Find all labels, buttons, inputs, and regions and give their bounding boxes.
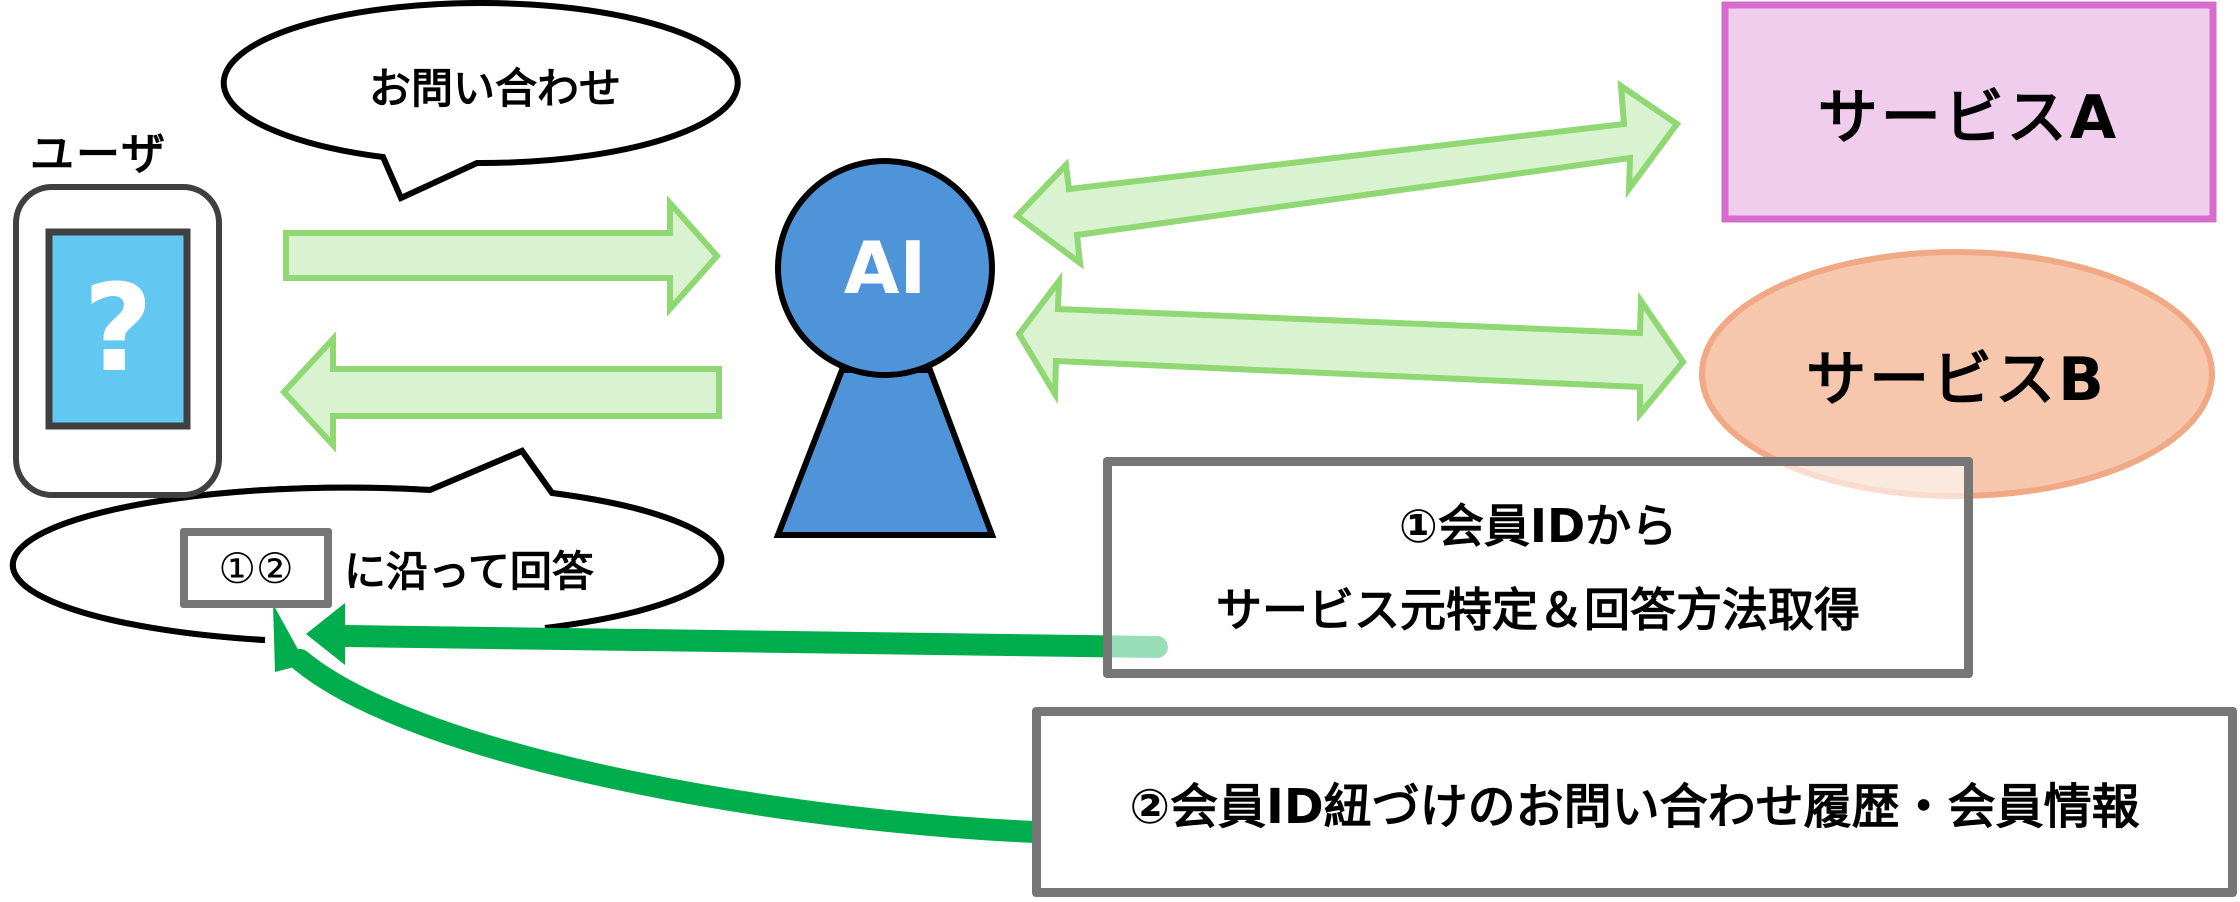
- inquiry-bubble-text: お問い合わせ: [368, 63, 621, 113]
- user-label: ユーザ: [30, 129, 168, 180]
- answer-speech-bubble-outline: [9, 447, 725, 643]
- ai-label: AI: [843, 226, 927, 310]
- ai-service-a-arrow: [1012, 80, 1682, 270]
- service-a-shape[interactable]: [1721, 1, 2217, 223]
- data-arrow-2-head: [273, 604, 306, 672]
- data-arrow-2-line: [289, 649, 1073, 844]
- inquiry-speech-bubble: [220, 0, 741, 203]
- service-a-label: サービスA: [1817, 83, 2120, 153]
- data-arrow-1-line: [334, 625, 1168, 658]
- info-box-1-line-1: ①会員IDから: [1398, 498, 1678, 553]
- service-b-label: サービスB: [1806, 344, 2107, 415]
- inquiry-arrow: [283, 195, 722, 317]
- info-box-2-line-1: ②会員ID紐づけのお問い合わせ履歴・会員情報: [1129, 779, 2140, 835]
- ai-head[interactable]: [775, 158, 995, 378]
- info-box-member-id-lookup: ①会員IDから サービス元特定＆回答方法取得: [1103, 457, 1973, 678]
- info-box-inquiry-history: ②会員ID紐づけのお問い合わせ履歴・会員情報: [1032, 707, 2237, 897]
- info-box-1-line-2: サービス元特定＆回答方法取得: [1216, 582, 1860, 637]
- phone-screen: [45, 228, 191, 430]
- question-mark-icon: ?: [83, 259, 153, 399]
- ai-body: [773, 367, 997, 538]
- answer-bubble-text: に沿って回答: [344, 546, 594, 596]
- answer-reference-badge: ①②: [180, 528, 332, 608]
- answer-arrow: [279, 331, 722, 453]
- data-arrow-1-head: [306, 603, 345, 665]
- ai-service-b-arrow: [1015, 271, 1687, 423]
